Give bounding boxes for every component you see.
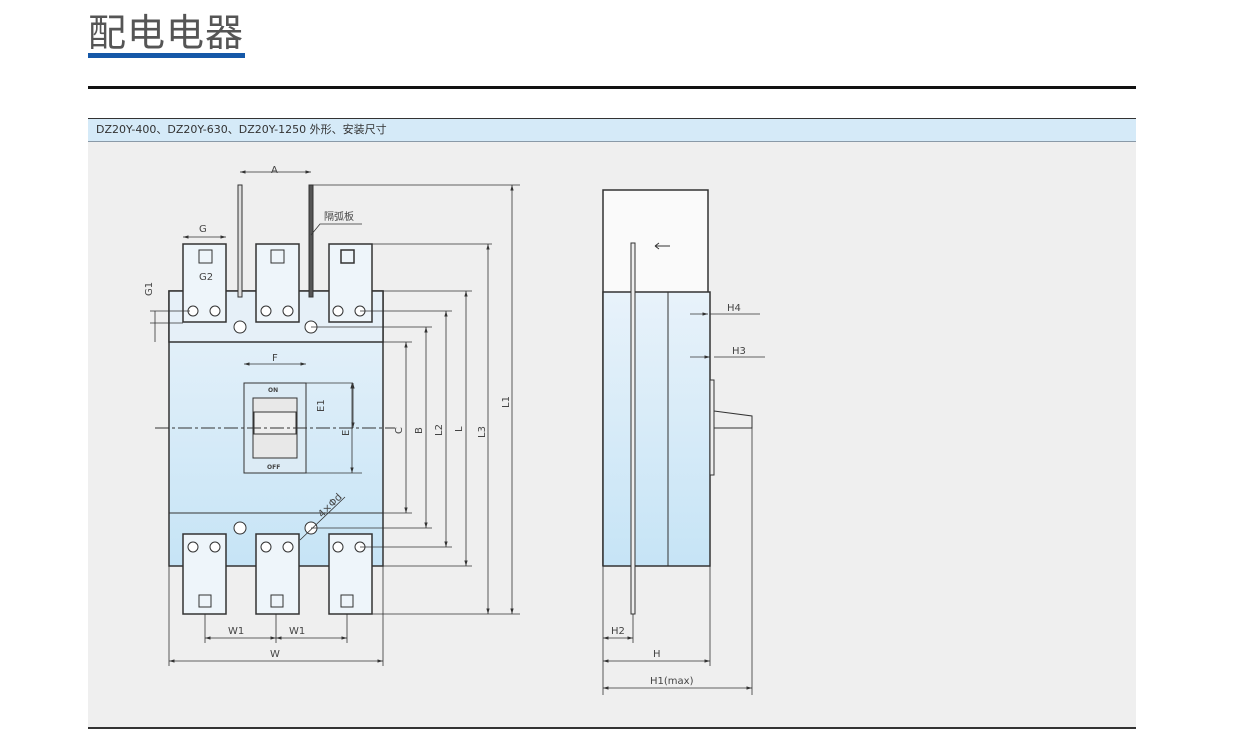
dim-label: W <box>270 649 280 660</box>
page-title: 配电电器 <box>88 11 245 55</box>
dim-label: L3 <box>477 426 488 438</box>
front-dimensions <box>150 170 520 666</box>
barrier-label: 隔弧板 <box>324 210 354 223</box>
dim-label: H <box>653 649 661 660</box>
dim-label: G2 <box>199 272 213 283</box>
dim-label: C <box>394 427 405 434</box>
dim-label: F <box>272 353 278 364</box>
dim-label: H3 <box>732 346 746 357</box>
dim-label: L <box>454 426 465 432</box>
dim-label: H2 <box>611 626 625 637</box>
side-dimensions <box>602 312 765 695</box>
breaker-front-view <box>155 184 395 615</box>
divider <box>88 86 1136 89</box>
breaker-side-view <box>602 189 753 615</box>
dim-label: E <box>341 430 352 436</box>
on-label: ON <box>268 387 278 394</box>
dim-label: L1 <box>501 396 512 408</box>
off-label: OFF <box>267 464 280 471</box>
dim-label: E1 <box>316 399 327 412</box>
section-heading: DZ20Y-400、DZ20Y-630、DZ20Y-1250 外形、安装尺寸 <box>88 119 1136 142</box>
dim-label: A <box>271 165 278 176</box>
dim-label: H4 <box>727 303 741 314</box>
title-underline <box>88 53 245 58</box>
side-labels: H4 H3 H2 H H1(max) <box>611 303 746 687</box>
dim-label: W1 <box>228 626 244 637</box>
dim-label: G1 <box>144 282 155 296</box>
dim-label: H1(max) <box>650 676 694 687</box>
dim-label: G <box>199 224 207 235</box>
dim-label: W1 <box>289 626 305 637</box>
dim-label: L2 <box>434 424 445 436</box>
dim-label: B <box>414 427 425 434</box>
